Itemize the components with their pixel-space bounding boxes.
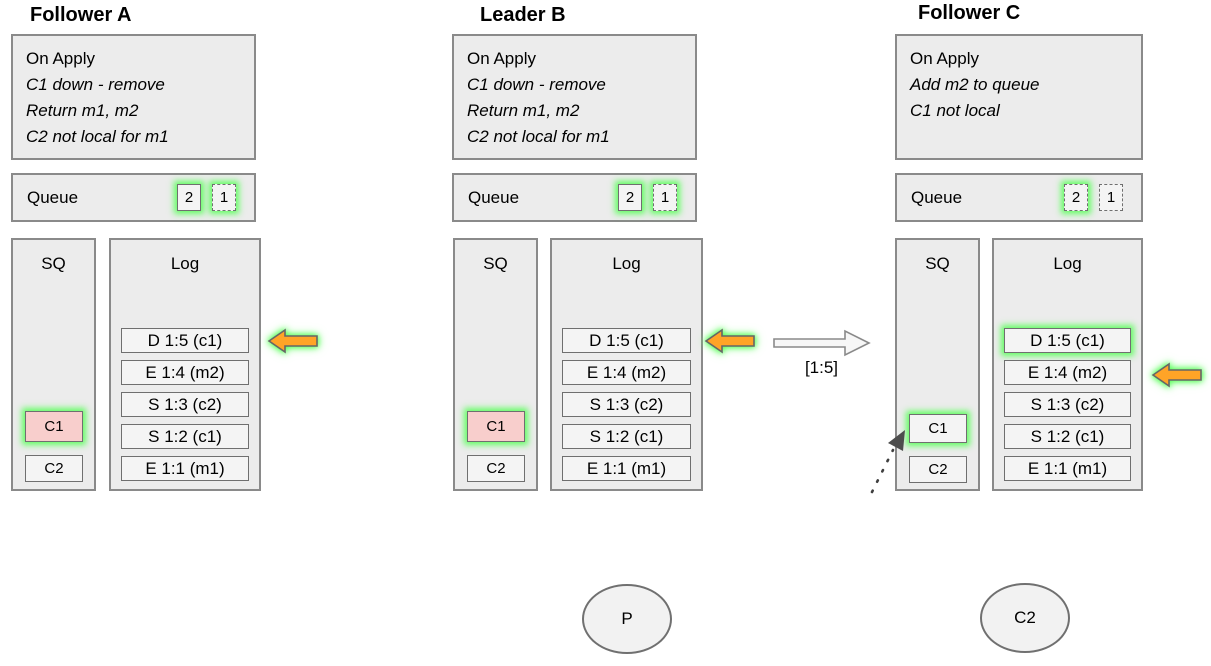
queue-item-2: 2 xyxy=(1064,184,1088,211)
process-node-c2: C2 xyxy=(980,583,1070,653)
process-node-p: P xyxy=(582,584,672,654)
queue-panel-a: Queue 2 1 xyxy=(11,173,256,222)
log-label: Log xyxy=(612,254,641,273)
process-node-label: P xyxy=(621,609,633,628)
log-rows: D 1:5 (c1) E 1:4 (m2) S 1:3 (c2) S 1:2 (… xyxy=(121,328,249,488)
log-entry: E 1:4 (m2) xyxy=(1004,360,1131,385)
log-rows: D 1:5 (c1) E 1:4 (m2) S 1:3 (c2) S 1:2 (… xyxy=(1004,328,1131,488)
log-entry: S 1:2 (c1) xyxy=(1004,424,1131,449)
on-apply-line: Return m1, m2 xyxy=(467,101,580,120)
column-title-follower-c: Follower C xyxy=(918,2,1021,24)
on-apply-heading: On Apply xyxy=(910,49,979,68)
log-panel-a: Log D 1:5 (c1) E 1:4 (m2) S 1:3 (c2) S 1… xyxy=(109,238,261,491)
log-entry: D 1:5 (c1) xyxy=(121,328,249,353)
queue-label: Queue xyxy=(911,187,963,207)
sq-panel-a: SQ C1 C2 xyxy=(11,238,96,491)
on-apply-line: Add m2 to queue xyxy=(910,75,1040,94)
sq-item-c2: C2 xyxy=(467,455,525,482)
queue-item-2: 2 xyxy=(618,184,642,211)
log-rows: D 1:5 (c1) E 1:4 (m2) S 1:3 (c2) S 1:2 (… xyxy=(562,328,691,488)
on-apply-line: C1 not local xyxy=(910,101,1000,120)
on-apply-panel-c: On Apply Add m2 to queue C1 not local xyxy=(895,34,1143,160)
log-entry: D 1:5 (c1) xyxy=(562,328,691,353)
sq-label: SQ xyxy=(925,254,950,273)
replication-arrow-icon xyxy=(773,329,871,357)
on-apply-heading: On Apply xyxy=(467,49,536,68)
log-entry: S 1:2 (c1) xyxy=(562,424,691,449)
log-entry: S 1:3 (c2) xyxy=(1004,392,1131,417)
replication-range-label: [1:5] xyxy=(804,358,839,377)
on-apply-line: C2 not local for m1 xyxy=(467,127,610,146)
queue-item-2: 2 xyxy=(177,184,201,211)
log-entry: E 1:1 (m1) xyxy=(562,456,691,481)
queue-item-1: 1 xyxy=(212,184,236,211)
queue-panel-c: Queue 2 1 xyxy=(895,173,1143,222)
sq-label: SQ xyxy=(483,254,508,273)
on-apply-line: C1 down - remove xyxy=(467,75,606,94)
log-entry: D 1:5 (c1) xyxy=(1004,328,1131,353)
queue-label: Queue xyxy=(468,187,520,207)
sq-item-c1: C1 xyxy=(909,414,967,443)
queue-items: 2 1 xyxy=(1064,184,1123,211)
sq-panel-c: SQ C1 C2 xyxy=(895,238,980,491)
dotted-insert-arrow xyxy=(870,430,905,494)
queue-item-1: 1 xyxy=(1099,184,1123,211)
on-apply-line: C2 not local for m1 xyxy=(26,127,169,146)
log-label: Log xyxy=(1053,254,1082,273)
log-entry: S 1:3 (c2) xyxy=(121,392,249,417)
sq-item-c2: C2 xyxy=(909,456,967,483)
queue-panel-b: Queue 2 1 xyxy=(452,173,697,222)
on-apply-line: C1 down - remove xyxy=(26,75,165,94)
apply-pointer-arrow-a xyxy=(267,328,318,354)
log-entry: S 1:3 (c2) xyxy=(562,392,691,417)
log-entry: E 1:4 (m2) xyxy=(121,360,249,385)
log-entry: E 1:1 (m1) xyxy=(1004,456,1131,481)
log-panel-b: Log D 1:5 (c1) E 1:4 (m2) S 1:3 (c2) S 1… xyxy=(550,238,703,491)
sq-item-c2: C2 xyxy=(25,455,83,482)
column-title-follower-a: Follower A xyxy=(30,4,132,26)
queue-item-1: 1 xyxy=(653,184,677,211)
log-panel-c: Log D 1:5 (c1) E 1:4 (m2) S 1:3 (c2) S 1… xyxy=(992,238,1143,491)
sq-label: SQ xyxy=(41,254,66,273)
queue-items: 2 1 xyxy=(177,184,236,211)
log-label: Log xyxy=(170,254,200,273)
apply-pointer-arrow-b xyxy=(704,328,755,354)
column-title-leader-b: Leader B xyxy=(480,4,566,26)
sq-item-c1: C1 xyxy=(467,411,525,442)
sq-panel-b: SQ C1 C2 xyxy=(453,238,538,491)
log-entry: E 1:1 (m1) xyxy=(121,456,249,481)
log-entry: S 1:2 (c1) xyxy=(121,424,249,449)
sq-item-c1: C1 xyxy=(25,411,83,442)
process-node-label: C2 xyxy=(1014,608,1036,627)
on-apply-line: Return m1, m2 xyxy=(26,101,139,120)
queue-items: 2 1 xyxy=(618,184,677,211)
on-apply-panel-b: On Apply C1 down - remove Return m1, m2 … xyxy=(452,34,697,160)
on-apply-heading: On Apply xyxy=(26,49,95,68)
log-entry: E 1:4 (m2) xyxy=(562,360,691,385)
on-apply-panel-a: On Apply C1 down - remove Return m1, m2 … xyxy=(11,34,256,160)
apply-pointer-arrow-c xyxy=(1151,362,1202,388)
queue-label: Queue xyxy=(27,187,79,207)
